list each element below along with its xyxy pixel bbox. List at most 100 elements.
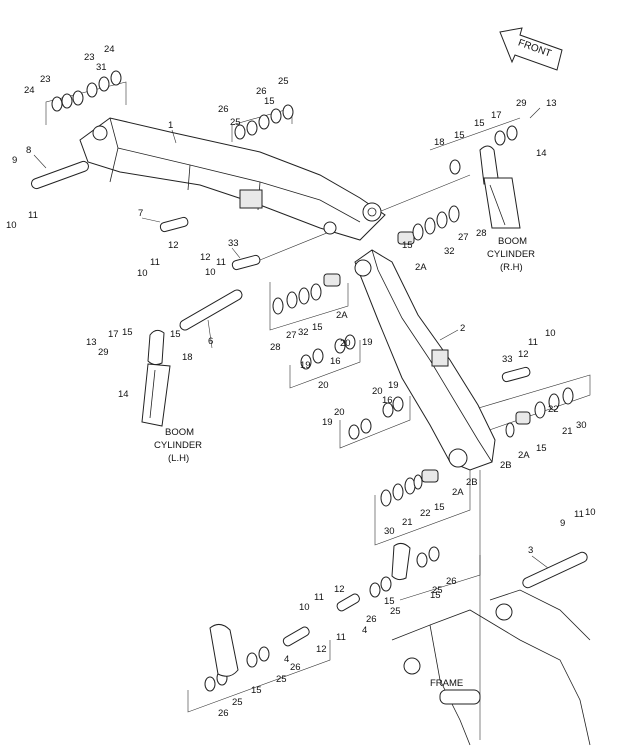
part-label: 7 [138,208,143,219]
pin-6 [179,289,243,331]
part-label: 15 [251,685,262,696]
part-label: 15 [454,130,465,141]
part-label: 2 [460,323,465,334]
part-label: 11 [528,337,538,348]
part-label: 16 [382,395,393,406]
part-label: 11 [314,592,324,603]
part-label: 25 [230,117,241,128]
part-label: 30 [576,420,587,431]
part-label: 2B [466,477,478,488]
part-label: 10 [299,602,310,613]
part-label: 20 [340,338,351,349]
part-label: 19 [388,380,399,391]
part-label: 2A [415,262,427,273]
part-label: 33 [502,354,513,365]
part-label: 15 [536,443,547,454]
part-label: 25 [278,76,289,87]
part-label: 1 [168,120,173,131]
part-label: 15 [384,596,395,607]
part-label: 20 [334,407,345,418]
part-label: 15 [434,502,445,513]
part-label: 18 [434,137,445,148]
boom-cylinder-lh-caption-3: (L.H) [168,453,189,464]
part-label: 27 [286,330,297,341]
leader-lines [33,107,549,569]
pin-3 [522,551,588,589]
pin-4a [282,626,310,647]
part-label: 11 [574,509,584,520]
part-label: 21 [562,426,573,437]
part-label: 9 [560,518,565,529]
part-label: 21 [402,517,413,528]
part-label: 29 [98,347,109,358]
pin-33-upper [231,254,261,271]
pin-7 [159,216,189,233]
part-label: 26 [218,708,229,719]
part-label: 32 [444,246,455,257]
part-label: 28 [476,228,487,239]
part-label: 12 [200,252,211,263]
part-label: 14 [118,389,129,400]
part-label: 31 [96,62,107,73]
part-label: 11 [216,257,226,268]
part-label: 25 [390,606,401,617]
part-label: 26 [366,614,377,625]
part-label: 10 [545,328,556,339]
washers [51,70,574,692]
part-label: 12 [168,240,179,251]
part-label: 9 [12,155,17,166]
part-label: 12 [334,584,345,595]
part-label: 2A [518,450,530,461]
pin-33-lower [501,366,531,383]
part-label: 2B [500,460,512,471]
frame-caption: FRAME [430,678,463,689]
part-label: 19 [300,360,311,371]
part-label: 14 [536,148,547,159]
part-label: 15 [402,240,413,251]
boom-cylinder-lh [141,329,171,427]
part-label: 25 [276,674,287,685]
part-label: 11 [150,257,160,268]
part-label: 29 [516,98,527,109]
part-label: 2A [452,487,464,498]
part-label: 2A [336,310,348,321]
boom-cylinder-rh [479,145,521,229]
part-label: 10 [585,507,596,518]
frame [391,589,591,746]
part-label: 10 [205,267,216,278]
part-label: 28 [270,342,281,353]
part-labels: 1 2 2A 2A 2A 2A 2B 2B 3 4 4 6 7 8 9 9 10… [6,44,596,719]
part-label: 19 [322,417,333,428]
lower-cylinders [209,542,411,677]
boom-cylinder-rh-caption-1: BOOM [498,236,527,247]
part-label: 13 [86,337,97,348]
part-label: 11 [336,632,346,643]
part-label: 15 [474,118,485,129]
boom-arm [79,117,386,241]
part-label: 26 [446,576,457,587]
part-label: 16 [330,356,341,367]
part-label: 15 [312,322,323,333]
part-label: 22 [420,508,431,519]
part-label: 10 [137,268,148,279]
part-label: 15 [122,327,133,338]
boom-cylinder-lh-caption-1: BOOM [165,427,194,438]
part-label: 15 [170,329,181,340]
pin-8 [31,160,89,190]
part-label: 20 [372,386,383,397]
part-label: 4 [362,625,367,636]
part-label: 20 [318,380,329,391]
part-label: 17 [491,110,502,121]
part-label: 22 [548,404,559,415]
arm-body [354,249,496,471]
part-label: 12 [316,644,327,655]
part-label: 23 [40,74,51,85]
part-label: 10 [6,220,17,231]
part-label: 26 [290,662,301,673]
pin-4b [336,593,360,612]
boom-cylinder-lh-caption-2: CYLINDER [154,440,202,451]
boom-cylinder-rh-caption-3: (R.H) [500,262,523,273]
part-label: 32 [298,327,309,338]
part-label: 8 [26,145,31,156]
